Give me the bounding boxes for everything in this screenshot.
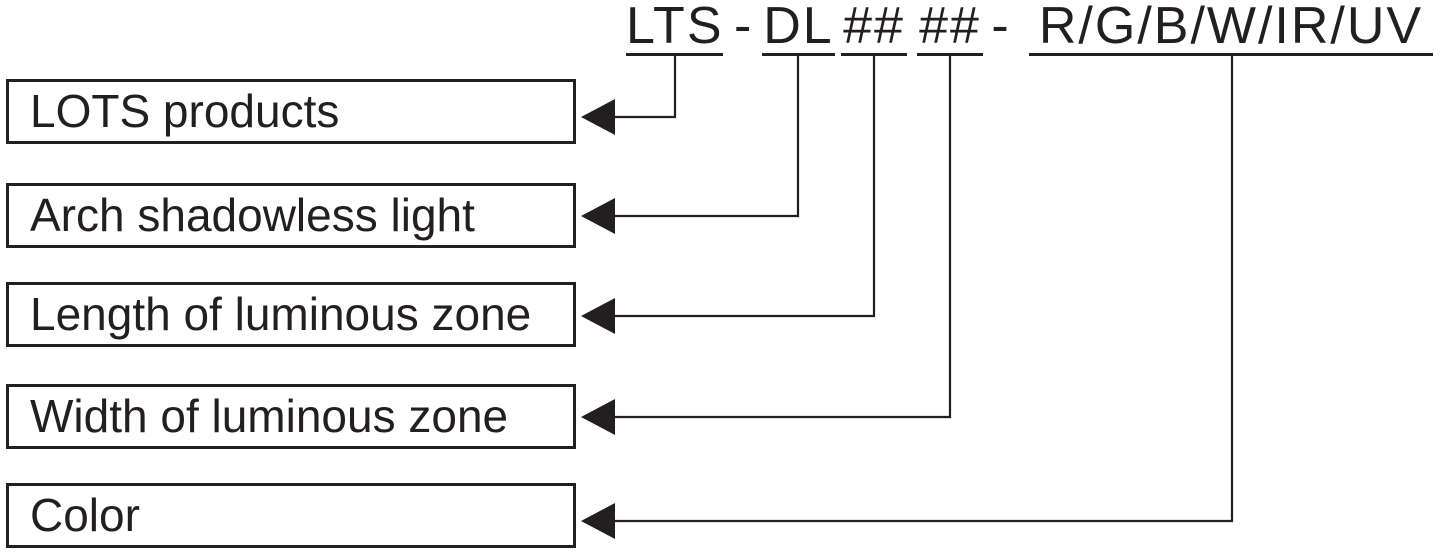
connector-line	[614, 56, 800, 218]
code-segment-dl: DL	[762, 0, 835, 56]
label-box-length-of-luminous-zone: Length of luminous zone	[6, 282, 576, 347]
code-separator-dash: -	[734, 0, 754, 55]
code-segment-width-digits: ##	[917, 0, 983, 56]
arrowhead-icon	[581, 99, 615, 135]
arrowhead-icon	[581, 298, 615, 334]
arrowhead-icon	[581, 198, 615, 234]
connector-dl	[581, 56, 800, 234]
connector-length	[581, 56, 876, 334]
arrowhead-icon	[581, 399, 615, 435]
label-text: LOTS products	[30, 85, 340, 137]
label-box-arch-shadowless-light: Arch shadowless light	[6, 183, 576, 248]
label-box-lots-products: LOTS products	[6, 79, 576, 144]
connector-lts	[581, 56, 677, 135]
connector-color	[581, 56, 1234, 539]
code-separator-dash: -	[991, 0, 1011, 55]
code-segment-lts: LTS	[626, 0, 724, 56]
connector-line	[614, 56, 677, 119]
label-box-color: Color	[6, 483, 576, 548]
label-box-width-of-luminous-zone: Width of luminous zone	[6, 384, 576, 449]
connector-line	[614, 56, 952, 419]
code-segment-color-options: R/G/B/W/IR/UV	[1029, 0, 1433, 56]
label-text: Color	[30, 489, 140, 541]
label-text: Length of luminous zone	[30, 288, 532, 340]
connector-line	[614, 56, 876, 318]
arrowhead-icon	[581, 503, 615, 539]
connector-line	[614, 56, 1234, 523]
connector-width	[581, 56, 952, 435]
code-segment-length-digits: ##	[841, 0, 907, 56]
label-text: Width of luminous zone	[30, 390, 509, 442]
label-text: Arch shadowless light	[30, 189, 475, 241]
